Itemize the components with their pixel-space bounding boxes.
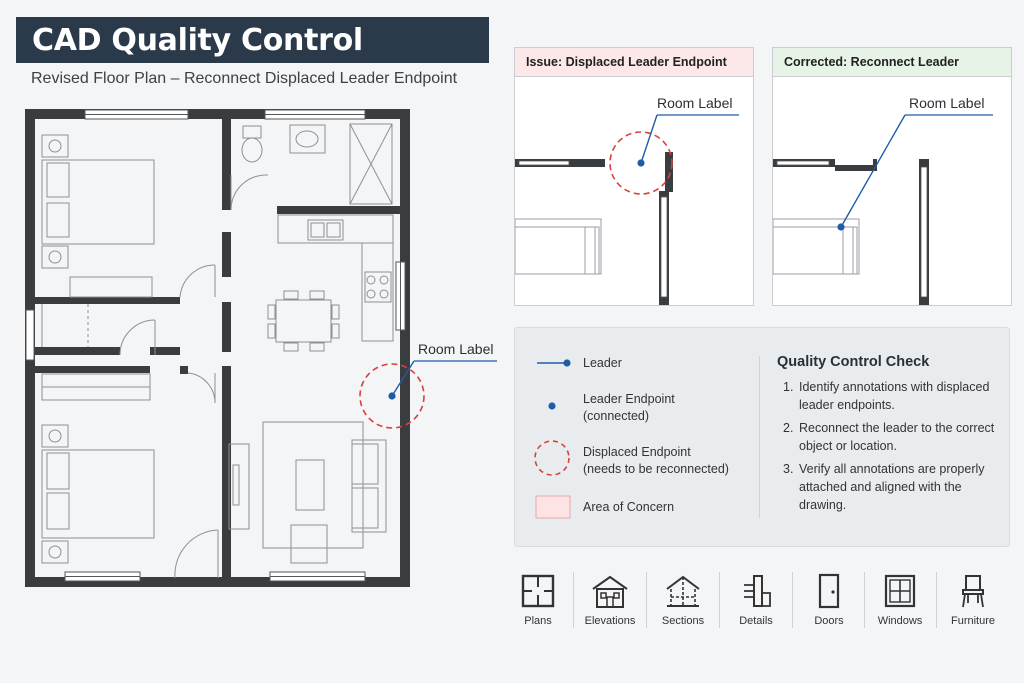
category-elevations-label: Elevations: [584, 615, 636, 627]
category-windows[interactable]: Windows: [864, 570, 936, 630]
category-elevations[interactable]: Elevations: [574, 570, 646, 630]
leader-endpoint-symbol: [548, 402, 556, 410]
plans-icon: [521, 574, 555, 608]
legend-displaced-note: (needs to be reconnected): [583, 462, 729, 476]
category-details-label: Details: [739, 615, 773, 627]
corrected-panel-header: Corrected: Reconnect Leader: [773, 48, 1011, 77]
legend-qc-box: Leader Leader Endpoint (connected) Displ…: [514, 327, 1010, 547]
issue-panel-title: Issue: Displaced Leader Endpoint: [526, 55, 727, 69]
category-doors-label: Doors: [814, 615, 844, 627]
category-plans-label: Plans: [524, 615, 552, 627]
category-sections-label: Sections: [661, 615, 705, 627]
category-details[interactable]: Details: [720, 570, 792, 630]
qc-step-2: 2.Reconnect the leader to the correct ob…: [783, 421, 995, 453]
category-plans[interactable]: Plans: [502, 570, 574, 630]
qc-check-title: Quality Control Check: [777, 354, 930, 370]
legend-concern-label: Area of Concern: [583, 500, 675, 514]
details-icon: [744, 575, 771, 607]
corrected-detail-drawing: Room Label: [773, 95, 993, 305]
leader-endpoint: [388, 392, 396, 400]
corrected-room-label: Room Label: [909, 95, 985, 111]
category-doors[interactable]: Doors: [793, 570, 865, 630]
issue-panel-header: Issue: Displaced Leader Endpoint: [515, 48, 753, 77]
page-subtitle: Revised Floor Plan – Reconnect Displaced…: [31, 70, 458, 87]
category-sections[interactable]: Sections: [647, 570, 719, 630]
legend-displaced-label: Displaced Endpoint: [583, 445, 691, 459]
window-markers: [25, 109, 406, 582]
corrected-panel-title: Corrected: Reconnect Leader: [784, 55, 960, 69]
category-windows-label: Windows: [877, 615, 923, 627]
qc-step-1: 1.Identify annotations with displaced le…: [783, 380, 990, 412]
furniture-icon: [962, 575, 984, 608]
legend-leader-label: Leader: [583, 356, 622, 370]
qc-step-3: 3.Verify all annotations are properly at…: [783, 462, 985, 512]
legend-endpoint-note: (connected): [583, 409, 650, 423]
displaced-endpoint-symbol: [534, 440, 570, 476]
displaced-endpoint-ring: [359, 363, 425, 429]
corrected-panel: Corrected: Reconnect Leader Room Label: [772, 47, 1012, 306]
windows-icon: [884, 574, 916, 608]
floor-plan-drawing: Room Label: [25, 109, 497, 587]
issue-panel: Issue: Displaced Leader Endpoint Room La…: [514, 47, 754, 306]
sections-icon: [666, 575, 700, 607]
elevations-icon: [592, 575, 628, 608]
legend-divider: [759, 356, 760, 518]
legend-endpoint-label: Leader Endpoint: [583, 392, 675, 406]
plan-room-label: Room Label: [418, 341, 494, 357]
page-title: CAD Quality Control: [32, 23, 363, 58]
area-of-concern-swatch: [535, 495, 571, 519]
issue-detail-drawing: Room Label: [515, 95, 739, 305]
category-furniture-label: Furniture: [950, 615, 996, 627]
title-bar: CAD Quality Control: [16, 17, 489, 63]
legend-symbols: [534, 359, 571, 519]
doors-icon: [818, 573, 840, 609]
category-furniture[interactable]: Furniture: [937, 570, 1009, 630]
issue-room-label: Room Label: [657, 95, 733, 111]
